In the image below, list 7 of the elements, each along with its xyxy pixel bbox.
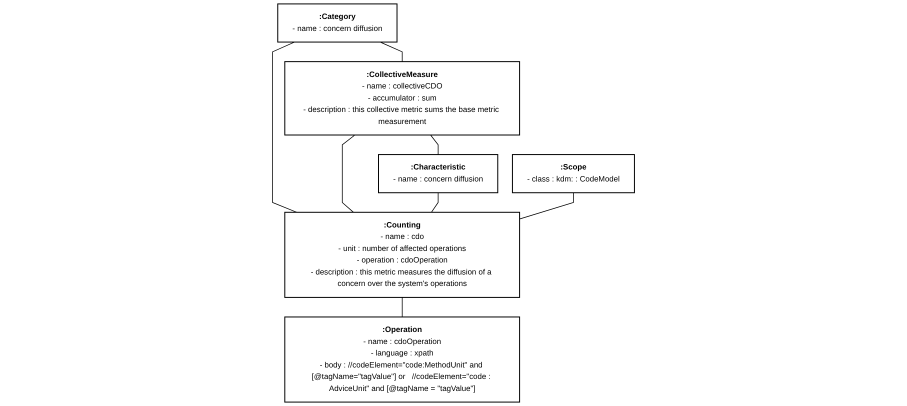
connector — [402, 297, 403, 318]
connector — [430, 134, 438, 155]
connector — [431, 192, 438, 213]
connector — [342, 134, 356, 213]
connector — [380, 42, 403, 62]
connector — [272, 42, 298, 213]
connector — [519, 192, 574, 220]
